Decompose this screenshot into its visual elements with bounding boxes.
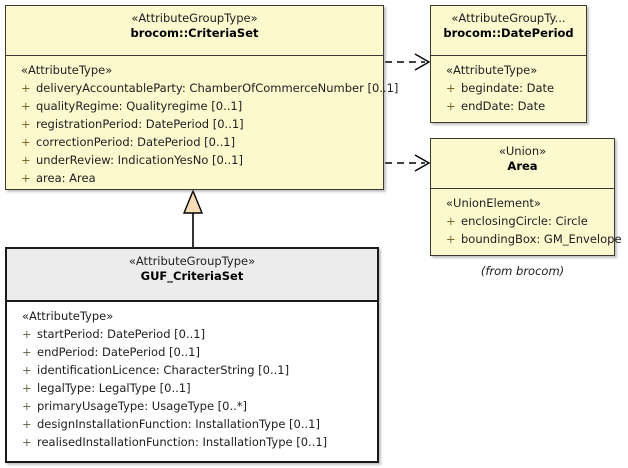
dependency-criteriaset-to-dateperiod	[385, 53, 431, 71]
visibility-marker: +	[21, 153, 31, 167]
attribute-row[interactable]: + endDate: Date	[433, 97, 584, 115]
class-header-criteria-set: «AttributeGroupType» brocom::CriteriaSet	[6, 6, 383, 56]
class-box-criteria-set[interactable]: «AttributeGroupType» brocom::CriteriaSet…	[5, 5, 398, 190]
attribute-label: qualityRegime: Qualityregime [0..1]	[36, 99, 243, 113]
package-origin-note: (from brocom)	[480, 264, 565, 278]
class-stereotype: «AttributeGroupTy...	[451, 11, 566, 25]
visibility-marker: +	[22, 417, 32, 431]
dependency-criteriaset-to-area	[385, 154, 431, 172]
class-name: Area	[507, 159, 538, 173]
attribute-label: designInstallationFunction: Installation…	[37, 417, 320, 431]
class-name: GUF_CriteriaSet	[140, 269, 244, 283]
attribute-row[interactable]: + legalType: LegalType [0..1]	[9, 379, 375, 397]
visibility-marker: +	[22, 399, 32, 413]
visibility-marker: +	[21, 135, 31, 149]
compartment-stereotype: «AttributeType»	[22, 309, 114, 323]
attribute-row[interactable]: + startPeriod: DatePeriod [0..1]	[9, 325, 375, 343]
attribute-row[interactable]: + designInstallationFunction: Installati…	[9, 415, 375, 433]
class-stereotype: «AttributeGroupType»	[128, 254, 256, 268]
compartment-stereotype: «UnionElement»	[446, 196, 541, 210]
attribute-row[interactable]: + boundingBox: GM_Envelope	[433, 230, 622, 248]
attribute-label: endPeriod: DatePeriod [0..1]	[37, 345, 200, 359]
class-box-date-period[interactable]: «AttributeGroupTy... brocom::DatePeriod …	[430, 5, 587, 123]
attribute-label: deliveryAccountableParty: ChamberOfComme…	[36, 81, 399, 95]
attribute-label: underReview: IndicationYesNo [0..1]	[36, 153, 243, 167]
attribute-row[interactable]: + identificationLicence: CharacterString…	[9, 361, 375, 379]
class-box-area[interactable]: «Union» Area «UnionElement» + enclosingC…	[430, 138, 622, 256]
visibility-marker: +	[446, 214, 456, 228]
class-name: brocom::DatePeriod	[443, 26, 574, 40]
visibility-marker: +	[21, 99, 31, 113]
class-header-guf-criteria-set: «AttributeGroupType» GUF_CriteriaSet	[7, 249, 377, 302]
visibility-marker: +	[22, 435, 32, 449]
attribute-label: begindate: Date	[461, 81, 555, 95]
visibility-marker: +	[21, 171, 31, 185]
attribute-row[interactable]: + primaryUsageType: UsageType [0..*]	[9, 397, 375, 415]
attribute-label: realisedInstallationFunction: Installati…	[37, 435, 328, 449]
class-attributes-area: «UnionElement» + enclosingCircle: Circle…	[431, 189, 622, 255]
attribute-row[interactable]: + deliveryAccountableParty: ChamberOfCom…	[8, 79, 398, 97]
class-header-area: «Union» Area	[431, 139, 614, 189]
attribute-row[interactable]: + registrationPeriod: DatePeriod [0..1]	[8, 115, 381, 133]
visibility-marker: +	[22, 363, 32, 377]
visibility-marker: +	[21, 117, 31, 131]
attribute-label: correctionPeriod: DatePeriod [0..1]	[36, 135, 236, 149]
attribute-row[interactable]: + enclosingCircle: Circle	[433, 212, 612, 230]
visibility-marker: +	[22, 381, 32, 395]
attribute-label: primaryUsageType: UsageType [0..*]	[37, 399, 248, 413]
compartment-stereotype: «AttributeType»	[446, 63, 538, 77]
attribute-row[interactable]: + qualityRegime: Qualityregime [0..1]	[8, 97, 381, 115]
attribute-label: startPeriod: DatePeriod [0..1]	[37, 327, 206, 341]
attribute-label: area: Area	[36, 171, 96, 185]
class-name: brocom::CriteriaSet	[130, 26, 259, 40]
attribute-label: registrationPeriod: DatePeriod [0..1]	[36, 117, 244, 131]
visibility-marker: +	[446, 81, 456, 95]
attribute-label: legalType: LegalType [0..1]	[37, 381, 191, 395]
class-attributes-date-period: «AttributeType» + begindate: Date + endD…	[431, 56, 586, 122]
attribute-row[interactable]: + begindate: Date	[433, 79, 584, 97]
visibility-marker: +	[22, 345, 32, 359]
class-header-date-period: «AttributeGroupTy... brocom::DatePeriod	[431, 6, 586, 56]
attribute-label: identificationLicence: CharacterString […	[37, 363, 290, 377]
attribute-row[interactable]: + correctionPeriod: DatePeriod [0..1]	[8, 133, 381, 151]
attribute-label: enclosingCircle: Circle	[461, 214, 588, 228]
visibility-marker: +	[446, 99, 456, 113]
attribute-row[interactable]: + underReview: IndicationYesNo [0..1]	[8, 151, 381, 169]
visibility-marker: +	[22, 327, 32, 341]
attribute-row[interactable]: + endPeriod: DatePeriod [0..1]	[9, 343, 375, 361]
class-attributes-criteria-set: «AttributeType» + deliveryAccountablePar…	[6, 56, 398, 189]
class-attributes-guf-criteria-set: «AttributeType» + startPeriod: DatePerio…	[7, 302, 377, 461]
attribute-row[interactable]: + realisedInstallationFunction: Installa…	[9, 433, 375, 451]
visibility-marker: +	[446, 232, 456, 246]
class-stereotype: «Union»	[498, 144, 547, 158]
attribute-label: endDate: Date	[461, 99, 546, 113]
attribute-row[interactable]: + area: Area	[8, 169, 381, 187]
class-stereotype: «AttributeGroupType»	[131, 11, 258, 25]
compartment-stereotype: «AttributeType»	[21, 63, 113, 77]
generalization-guf-to-criteriaset	[182, 189, 204, 247]
visibility-marker: +	[21, 81, 31, 95]
attribute-label: boundingBox: GM_Envelope	[461, 232, 622, 246]
class-box-guf-criteria-set[interactable]: «AttributeGroupType» GUF_CriteriaSet «At…	[5, 247, 379, 463]
